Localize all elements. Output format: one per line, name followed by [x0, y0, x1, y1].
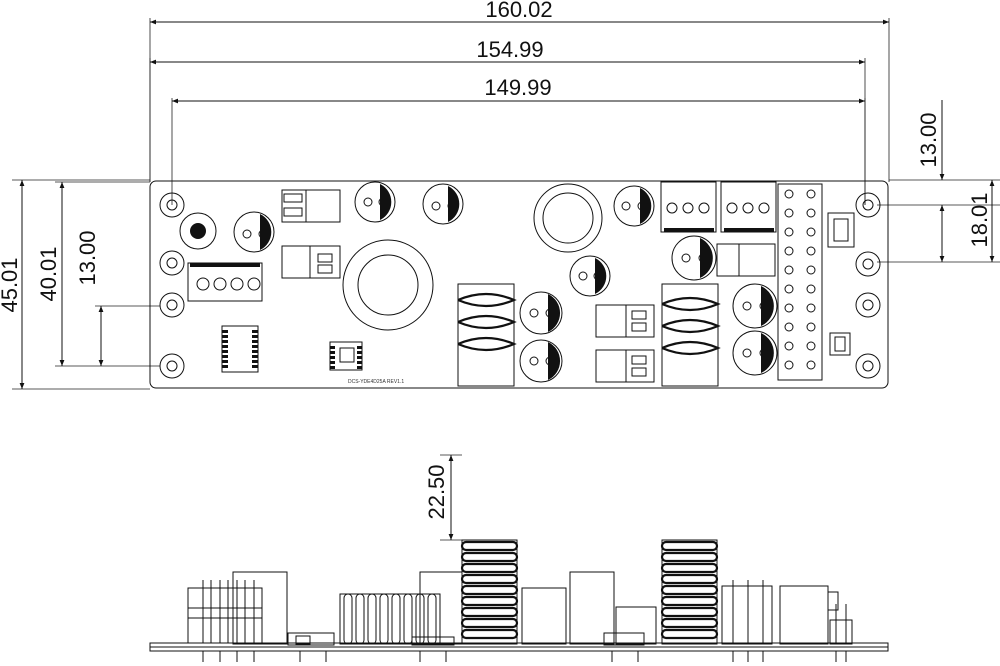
dimension-lines-top: [12, 18, 1000, 390]
mounting-holes-right: [855, 192, 881, 379]
dim-inner-span: 149.99: [484, 75, 551, 100]
toroid-inductor-small: [533, 183, 603, 253]
dim-overall-height: 45.01: [0, 257, 22, 312]
dim-overall-length: 160.02: [485, 0, 552, 22]
mounting-holes-left: [159, 192, 185, 379]
dim-hole-span: 154.99: [476, 37, 543, 62]
transformer-L5: [661, 283, 721, 387]
ic-footprints: [221, 325, 363, 373]
terminal-blocks: [187, 181, 777, 302]
pcb-top-view: DCS-YDE4D25A REV1.1: [149, 180, 889, 389]
pcb-side-view: 22.50: [149, 454, 889, 662]
dim-right-top-offset: 13.00: [916, 112, 941, 167]
atx-connector: [777, 183, 823, 381]
electrolytic-capacitors: [233, 181, 778, 383]
dim-right-offset: 18.01: [967, 192, 992, 247]
transformer-L4: [457, 283, 517, 387]
dim-left-offset: 13.00: [75, 230, 100, 285]
toroid-inductor-large: [342, 239, 434, 331]
dim-component-height: 22.50: [424, 464, 449, 519]
mosfet-footprints: [281, 189, 776, 383]
dim-hole-height: 40.01: [36, 246, 61, 301]
board-name: DCS-YDE4D25A REV1.1: [348, 379, 404, 385]
